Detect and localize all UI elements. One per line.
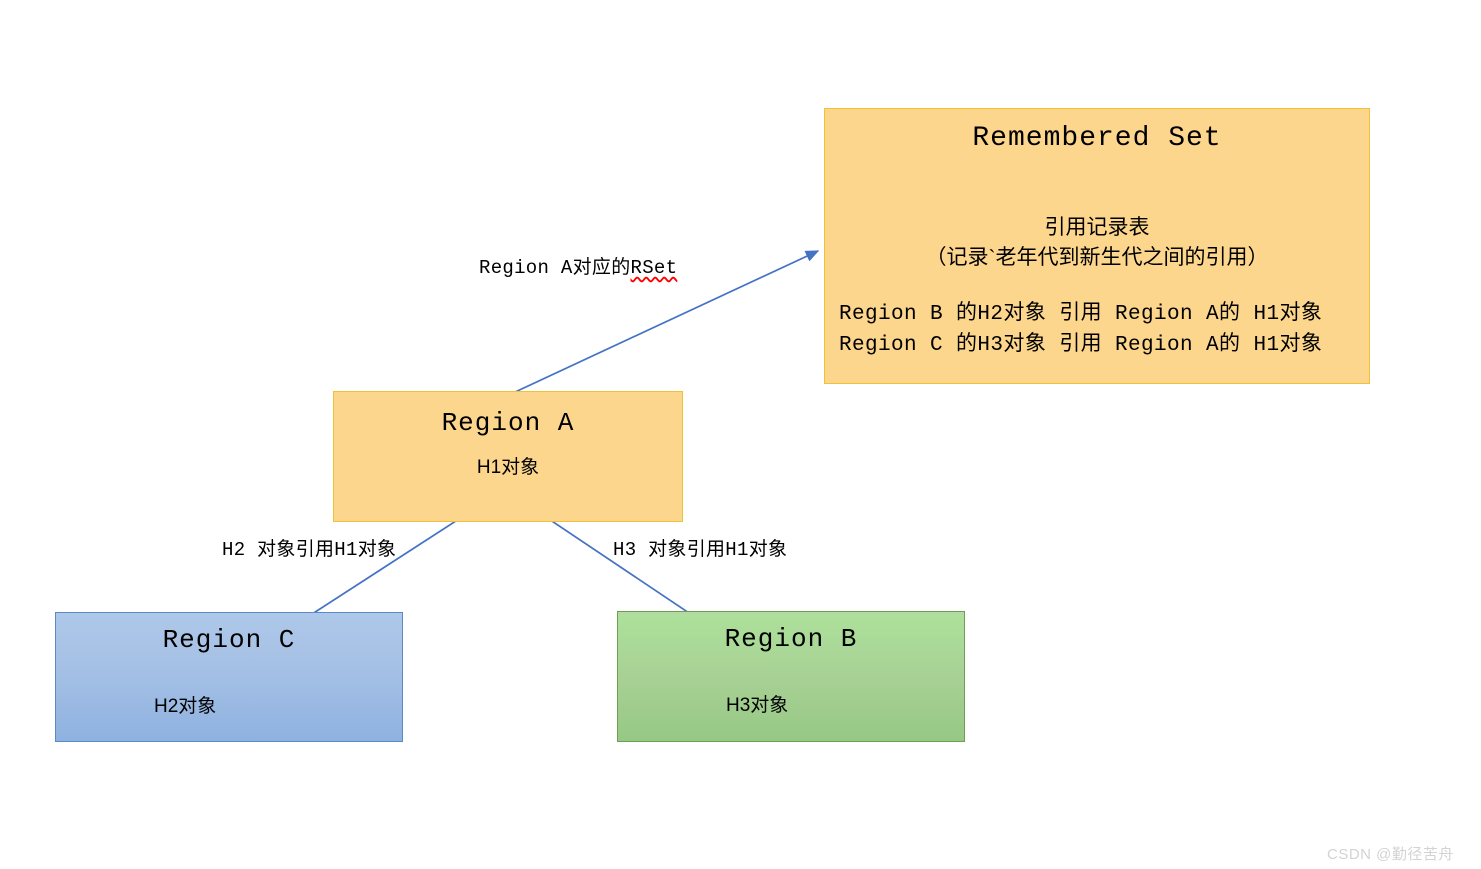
- region-a-title: Region A: [441, 408, 575, 438]
- remembered-set-description-line-2: （记录`老年代到新生代之间的引用）: [925, 245, 1269, 269]
- edge-label-region-a-rset-term: RSet: [630, 257, 678, 279]
- remembered-set-entry: Region B 的H2对象 引用 Region A的 H1对象: [839, 303, 1323, 326]
- region-c-object-label: H2对象: [154, 696, 217, 717]
- remembered-set-entry: Region C 的H3对象 引用 Region A的 H1对象: [839, 334, 1323, 357]
- region-c-title: Region C: [162, 625, 296, 655]
- edge-label-region-a-rset-prefix: Region A对应的: [479, 257, 631, 279]
- region-b-title: Region B: [724, 624, 858, 654]
- remembered-set-description-line-1: 引用记录表: [1044, 215, 1150, 239]
- edge-label-h2-reference: H2 对象引用H1对象: [222, 539, 397, 561]
- region-b-object-label: H3对象: [726, 695, 789, 716]
- region-b-box: Region B H3对象: [617, 611, 965, 742]
- edge-label-h3-reference: H3 对象引用H1对象: [613, 539, 788, 561]
- csdn-watermark: CSDN @勤径苦舟: [1327, 846, 1454, 863]
- region-c-box: Region C H2对象: [55, 612, 403, 742]
- remembered-set-box: Remembered Set 引用记录表 （记录`老年代到新生代之间的引用） R…: [824, 108, 1370, 384]
- edge-label-region-a-rset: Region A对应的RSet: [479, 252, 677, 279]
- region-a-box: Region A H1对象: [333, 391, 683, 522]
- region-a-object-label: H1对象: [476, 457, 540, 478]
- remembered-set-description: 引用记录表 （记录`老年代到新生代之间的引用）: [825, 212, 1369, 272]
- remembered-set-entry-list: Region B 的H2对象 引用 Region A的 H1对象 Region …: [839, 299, 1363, 361]
- remembered-set-title: Remembered Set: [972, 123, 1222, 154]
